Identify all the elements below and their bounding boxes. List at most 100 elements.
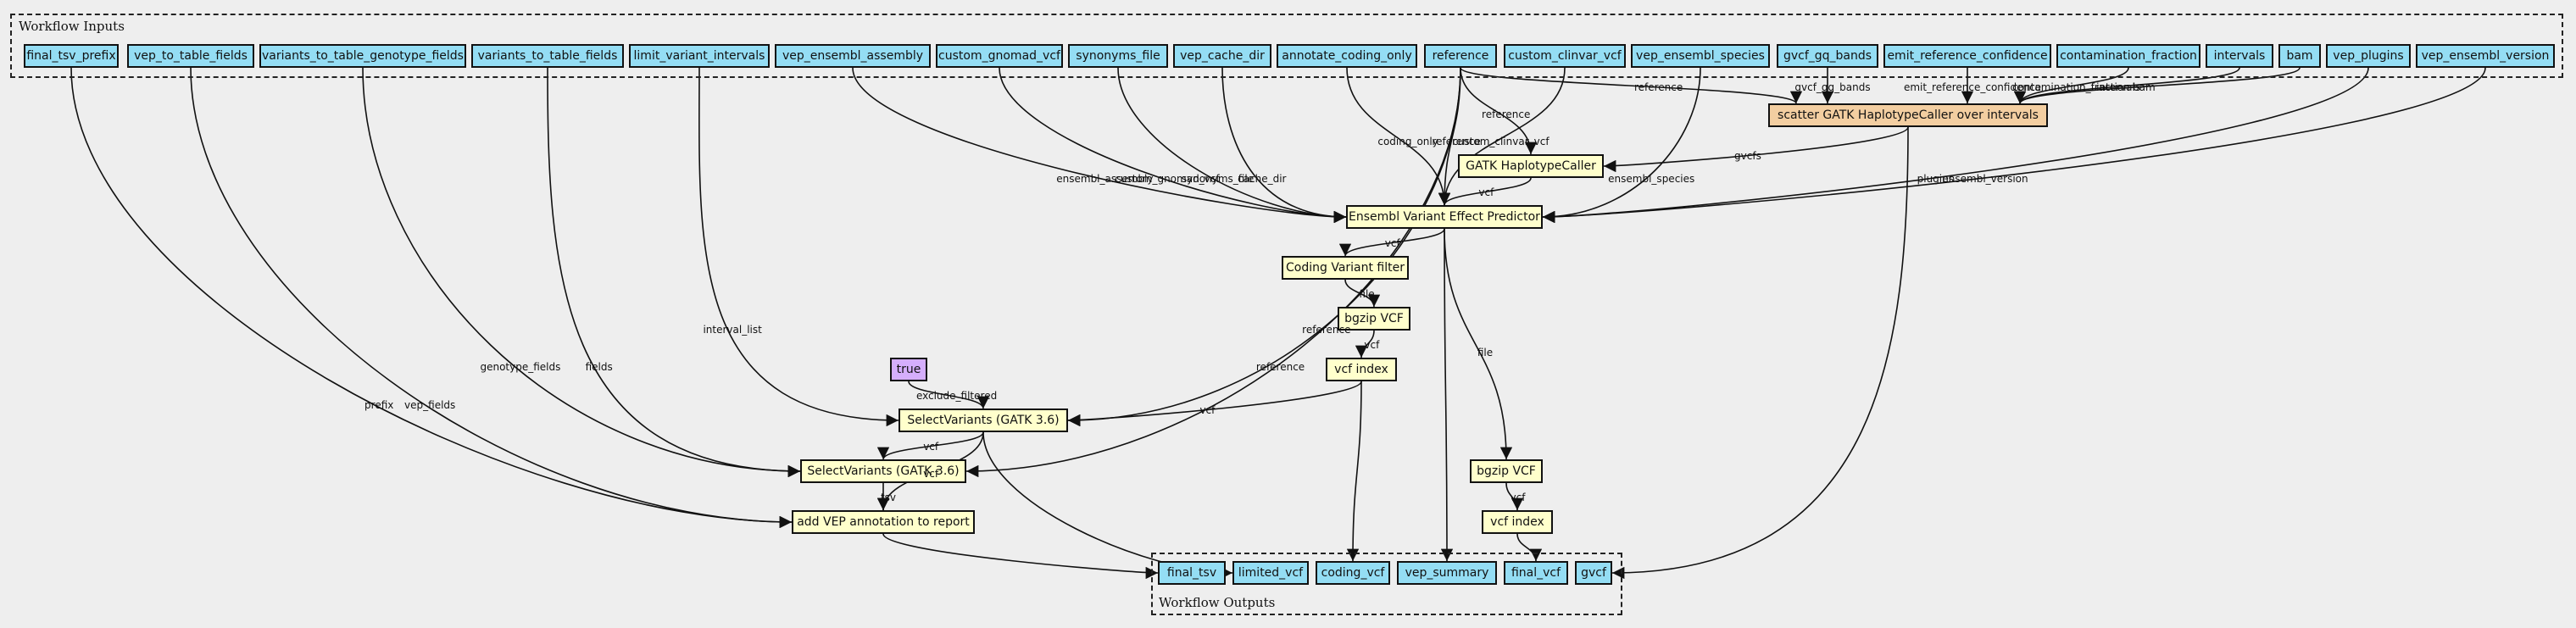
edge-select_variants_limit-to-select_variants_table: [876, 431, 984, 460]
edge-label: synonyms_file: [1181, 172, 1255, 185]
input-custom-gnomad-vcf[interactable]: custom_gnomad_vcf: [936, 44, 1063, 68]
input-contamination-fraction[interactable]: contamination_fraction: [2056, 44, 2200, 68]
edge-label: vcf: [1364, 339, 1380, 352]
input-bam[interactable]: bam: [2278, 44, 2321, 68]
edge-label: prefix: [364, 398, 394, 411]
output-limited-vcf[interactable]: limited_vcf: [1232, 561, 1309, 585]
edge-label: reference: [1302, 323, 1351, 336]
edge-bgzip_coding-to-index_coding: [1355, 330, 1375, 358]
output-coding-vcf[interactable]: coding_vcf: [1316, 561, 1390, 585]
edge-label: vcf: [1478, 186, 1494, 199]
output-vep-summary[interactable]: vep_summary: [1397, 561, 1497, 585]
edge-label: custom_gnomad_vcf: [1115, 172, 1220, 185]
step-coding-variant-filter[interactable]: Coding Variant filter: [1282, 256, 1409, 280]
step-bgzip-coding-vcf[interactable]: bgzip VCF: [1338, 307, 1410, 331]
edge-label: ensembl_species: [1608, 172, 1695, 185]
edge-label: coding_only: [1377, 136, 1438, 148]
output-final-tsv[interactable]: final_tsv: [1158, 561, 1226, 585]
input-gvcf-gq-bands[interactable]: gvcf_gq_bands: [1777, 44, 1878, 68]
edge-label: reference: [1255, 361, 1305, 374]
step-gatk-haplotype-caller[interactable]: GATK HaplotypeCaller: [1458, 154, 1604, 178]
edge-synonyms_file-to-vep: [1117, 67, 1347, 224]
edge-label: fields: [585, 361, 613, 374]
input-variants-to-table-genotype-fields[interactable]: variants_to_table_genotype_fields: [259, 44, 466, 68]
edge-index_coding-to-select_variants_limit: [1067, 381, 1362, 427]
input-intervals[interactable]: intervals: [2206, 44, 2273, 68]
edge-label: intervals: [2096, 81, 2141, 93]
edge-true_constant-to-select_variants_limit: [908, 381, 990, 409]
edge-vep_ensembl_assembly-to-vep: [852, 67, 1347, 224]
step-ensembl-vep[interactable]: Ensembl Variant Effect Predictor: [1346, 205, 1543, 229]
edge-label: exclude_filtered: [915, 390, 998, 403]
input-final-tsv-prefix[interactable]: final_tsv_prefix: [24, 44, 119, 68]
edge-vep-to-coding_variant_filter: [1338, 228, 1445, 257]
step-select-variants-limit[interactable]: SelectVariants (GATK 3.6): [899, 408, 1068, 432]
step-index-coding-vcf[interactable]: vcf index: [1326, 358, 1397, 381]
workflow-inputs-cluster: [10, 14, 2563, 78]
edge-label: plugins: [1917, 172, 1954, 185]
edge-label: gvcf_gq_bands: [1794, 81, 1871, 93]
edge-label: cache_dir: [1238, 172, 1287, 185]
edge-custom_gnomad_vcf-to-vep: [999, 67, 1347, 224]
edge-variants_to_table_fields-to-select_variants_table: [547, 67, 801, 478]
step-index-final-vcf[interactable]: vcf index: [1482, 510, 1553, 534]
edge-label: ensembl_assembly: [1056, 172, 1154, 185]
edge-label: emit_reference_confidence: [1903, 81, 2042, 93]
edge-label: genotype_fields: [480, 361, 561, 374]
edge-label: interval_list: [703, 323, 762, 336]
edge-final_tsv_prefix-to-add_vep_to_report: [70, 67, 793, 529]
input-vep-to-table-fields[interactable]: vep_to_table_fields: [127, 44, 254, 68]
edge-bam-to-scatter_haplotype_caller: [2014, 67, 2301, 104]
edge-label: vcf: [1510, 492, 1526, 504]
workflow-inputs-label: Workflow Inputs: [19, 19, 125, 34]
input-custom-clinvar-vcf[interactable]: custom_clinvar_vcf: [1504, 44, 1626, 68]
edge-reference-to-scatter_haplotype_caller: [1460, 67, 1802, 104]
input-annotate-coding-only[interactable]: annotate_coding_only: [1277, 44, 1417, 68]
edge-annotate_coding_only-to-vep: [1346, 67, 1451, 206]
edge-label: vcf: [1384, 237, 1400, 250]
input-vep-plugins[interactable]: vep_plugins: [2326, 44, 2411, 68]
edge-label: custom_clinvar_vcf: [1452, 136, 1549, 148]
edge-vep-to-bgzip_final: [1444, 228, 1513, 460]
edge-variants_to_table_genotype_fields-to-select_variants_table: [362, 67, 801, 478]
step-true-constant[interactable]: true: [890, 358, 927, 381]
input-synonyms-file[interactable]: synonyms_file: [1068, 44, 1168, 68]
output-gvcf[interactable]: gvcf: [1575, 561, 1612, 585]
input-limit-variant-intervals[interactable]: limit_variant_intervals: [629, 44, 770, 68]
edge-scatter_haplotype_caller-to-gatk_haplotype_caller: [1603, 126, 1909, 173]
input-vep-ensembl-assembly[interactable]: vep_ensembl_assembly: [775, 44, 931, 68]
input-vep-ensembl-version[interactable]: vep_ensembl_version: [2416, 44, 2555, 68]
input-variants-to-table-fields[interactable]: variants_to_table_fields: [471, 44, 624, 68]
edge-reference-to-select_variants_table: [965, 67, 1461, 478]
edge-custom_clinvar_vcf-to-vep: [1438, 67, 1566, 206]
edge-vep_ensembl_species-to-vep: [1542, 67, 1701, 224]
edge-limit_variant_intervals-to-select_variants_limit: [698, 67, 899, 427]
edge-label: file: [1477, 347, 1494, 359]
edge-vep-to-vep_summary: [1440, 228, 1454, 562]
input-vep-cache-dir[interactable]: vep_cache_dir: [1173, 44, 1271, 68]
step-add-vep-annotation-to-report[interactable]: add VEP annotation to report: [792, 510, 975, 534]
edge-vep_ensembl_version-to-vep: [1542, 67, 2486, 224]
step-scatter-haplotype-caller[interactable]: scatter GATK HaplotypeCaller over interv…: [1768, 103, 2048, 127]
edge-label: reference: [1432, 136, 1481, 148]
edge-label: vep_fields: [404, 398, 456, 411]
step-bgzip-final-vcf[interactable]: bgzip VCF: [1470, 459, 1543, 483]
edge-index_coding-to-coding_vcf: [1346, 381, 1362, 562]
edge-reference-to-gatk_haplotype_caller: [1460, 67, 1538, 155]
edge-scatter_haplotype_caller-to-gvcf: [1611, 126, 1909, 580]
input-emit-reference-confidence[interactable]: emit_reference_confidence: [1883, 44, 2051, 68]
edge-bgzip_final-to-index_final: [1505, 482, 1524, 511]
edge-label: ensembl_version: [1942, 172, 2028, 185]
edge-vep_to_table_fields-to-add_vep_to_report: [190, 67, 793, 529]
input-vep-ensembl-species[interactable]: vep_ensembl_species: [1631, 44, 1770, 68]
input-reference[interactable]: reference: [1424, 44, 1497, 68]
edge-gatk_haplotype_caller-to-vep: [1438, 177, 1532, 206]
edge-label: contamination_fraction: [2012, 81, 2130, 93]
step-select-variants-table[interactable]: SelectVariants (GATK 3.6): [800, 459, 966, 483]
workflow-outputs-label: Workflow Outputs: [1159, 595, 1276, 610]
output-final-vcf[interactable]: final_vcf: [1504, 561, 1568, 585]
edge-add_vep_to_report-to-final_tsv: [882, 533, 1159, 580]
edge-vep_cache_dir-to-vep: [1221, 67, 1347, 224]
